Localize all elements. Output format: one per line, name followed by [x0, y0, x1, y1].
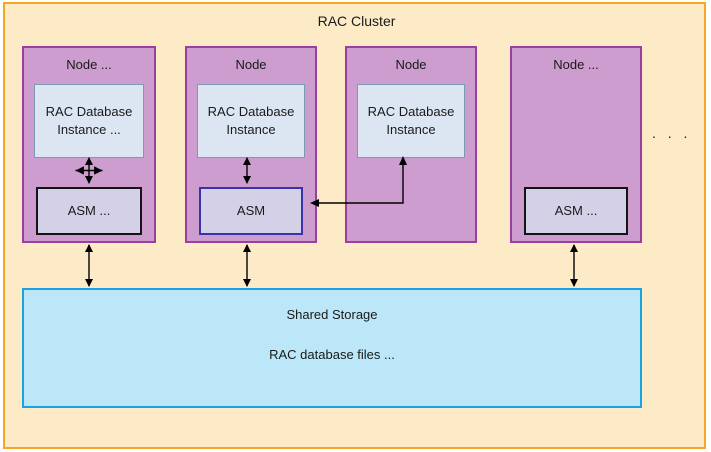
shared-storage-contents: RAC database files ...	[269, 347, 395, 362]
shared-storage-title: Shared Storage	[286, 307, 378, 322]
node-title-3: Node	[395, 57, 427, 72]
rac-database-instance-2[interactable]: RAC Database Instance	[197, 84, 305, 158]
node-title-4: Node ...	[553, 57, 599, 72]
node-title-1: Node ...	[66, 57, 112, 72]
shared-storage-box[interactable]: Shared Storage RAC database files ...	[22, 288, 642, 408]
rac-database-instance-3[interactable]: RAC Database Instance	[357, 84, 465, 158]
asm-box-2[interactable]: ASM	[199, 187, 303, 235]
asm-box-4[interactable]: ASM ...	[524, 187, 628, 235]
cluster-title: RAC Cluster	[317, 13, 396, 29]
asm-box-1[interactable]: ASM ...	[36, 187, 142, 235]
node-box-3[interactable]: Node RAC Database Instance	[345, 46, 477, 243]
rac-database-instance-1[interactable]: RAC Database Instance ...	[34, 84, 144, 158]
nodes-overflow-ellipsis: . . .	[652, 125, 692, 141]
node-box-2[interactable]: Node RAC Database Instance ASM	[185, 46, 317, 243]
node-box-4[interactable]: Node ... ASM ...	[510, 46, 642, 243]
node-box-1[interactable]: Node ... RAC Database Instance ... ASM .…	[22, 46, 156, 243]
node-title-2: Node	[235, 57, 267, 72]
